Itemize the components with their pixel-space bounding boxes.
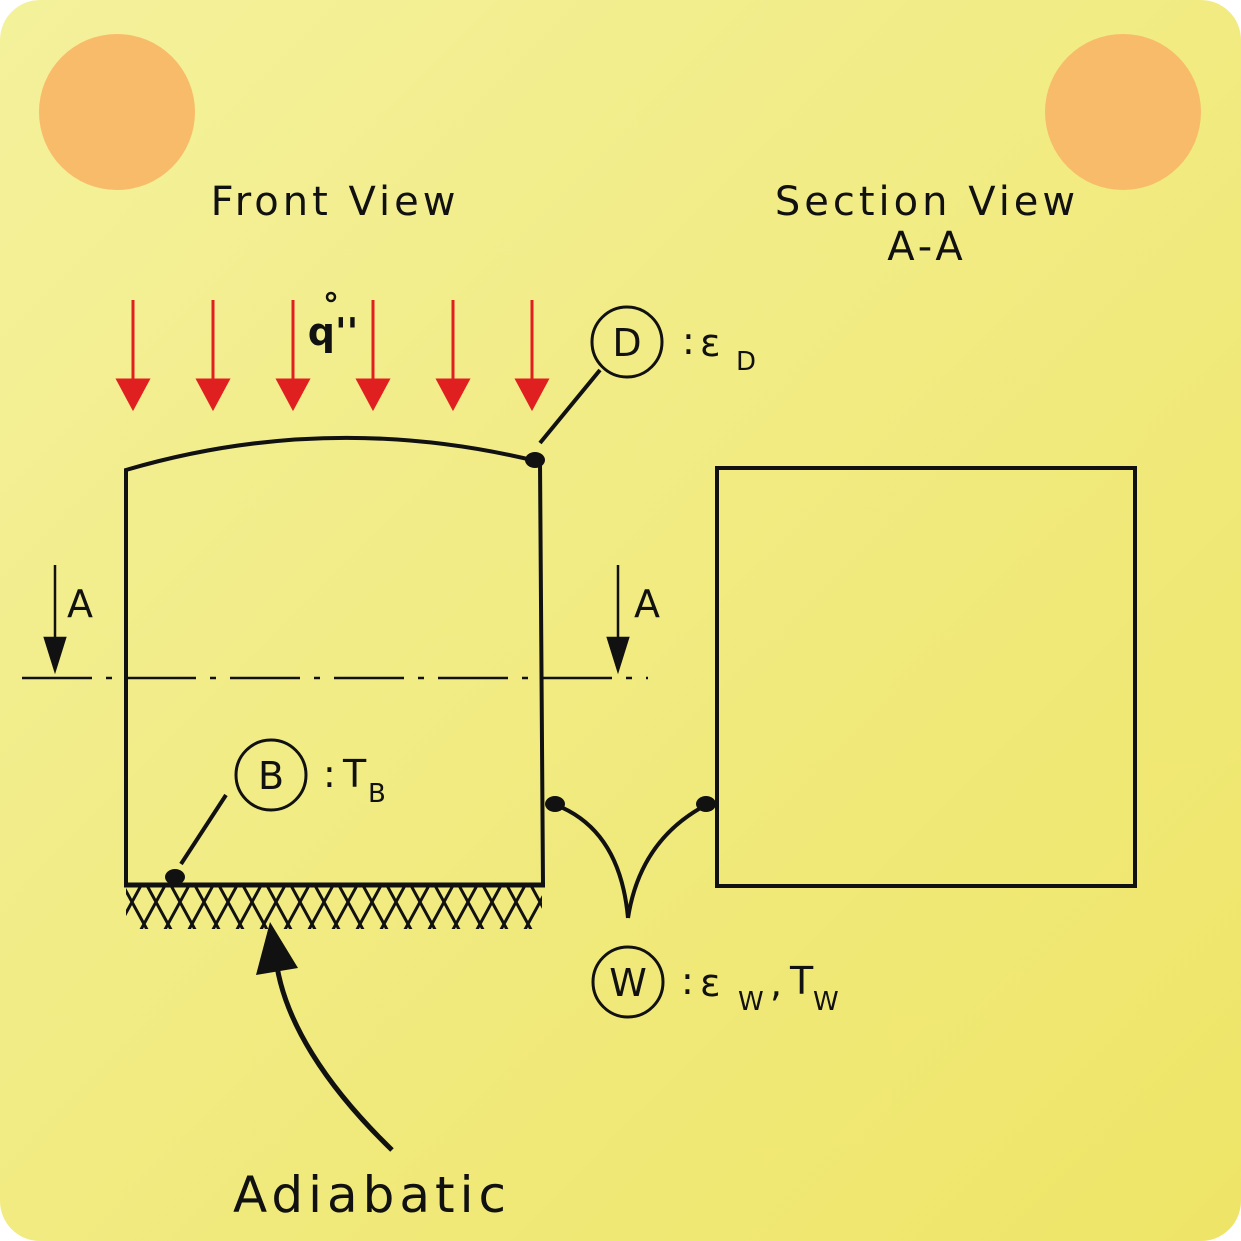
- section-view-title: Section View: [775, 179, 1079, 225]
- section-view-subtitle: A-A: [887, 224, 966, 270]
- section-arrow-left: [43, 565, 67, 675]
- heat-flux-dot: [325, 291, 337, 303]
- section-mark-left: A: [67, 582, 93, 626]
- front-view-body: [124, 435, 546, 887]
- section-mark-right: A: [634, 582, 660, 626]
- label-d-subscript: D: [736, 347, 756, 377]
- label-w-symbol2: T: [789, 959, 814, 1003]
- heat-flux-arrow: [355, 300, 391, 412]
- label-b: B : T B: [165, 738, 386, 885]
- label-w-colon: :: [681, 959, 694, 1003]
- label-d-symbol: ε: [700, 321, 721, 365]
- heat-flux-label: q'': [308, 310, 358, 354]
- label-b-subscript: B: [368, 779, 386, 809]
- heat-flux-arrows: [115, 300, 550, 412]
- label-w-comma: ,: [770, 961, 782, 1005]
- heat-flux-arrow: [195, 300, 231, 412]
- adiabatic-hatch: [126, 885, 542, 929]
- heat-flux-arrow: [275, 300, 311, 412]
- front-view-title: Front View: [211, 179, 460, 225]
- label-d-colon: :: [682, 319, 695, 363]
- label-w-sub2: W: [813, 987, 839, 1017]
- label-d: D : ε D: [525, 305, 756, 468]
- heat-flux-arrow: [115, 300, 151, 412]
- label-b-symbol: T: [342, 752, 367, 796]
- adiabatic-arrow: [256, 922, 394, 1152]
- label-b-colon: :: [323, 752, 336, 796]
- heat-flux-arrow: [514, 300, 550, 412]
- label-b-letter: B: [258, 754, 284, 798]
- corner-dot-right: [1045, 34, 1201, 190]
- label-w: W : ε W , T W: [545, 796, 839, 1019]
- heat-flux-arrow: [435, 300, 471, 412]
- label-w-letter: W: [609, 961, 647, 1005]
- label-w-sub1: W: [738, 987, 764, 1017]
- section-view-body: [715, 466, 1137, 888]
- label-w-symbol1: ε: [700, 961, 721, 1005]
- adiabatic-label: Adiabatic: [233, 1166, 511, 1224]
- section-arrow-right: [606, 565, 630, 675]
- label-d-letter: D: [612, 321, 641, 365]
- corner-dot-left: [39, 34, 195, 190]
